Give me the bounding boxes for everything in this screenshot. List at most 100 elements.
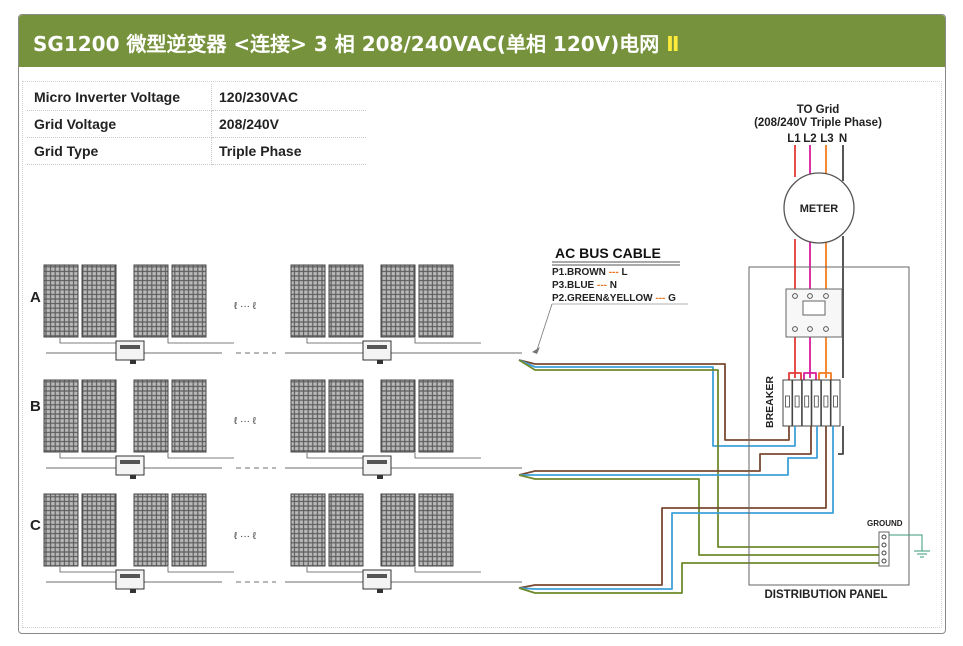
ac-bus-blue-wire: [519, 426, 818, 476]
solar-panel: [133, 493, 169, 567]
ac-bus-brown-wire: [518, 426, 827, 589]
breaker-bridge: [788, 372, 802, 380]
ground-terminal: [881, 534, 887, 540]
grid-subtitle: (208/240V Triple Phase): [754, 117, 882, 129]
switch-terminal: [823, 326, 829, 332]
breaker-label: BREAKER: [764, 376, 776, 428]
solar-panel: [43, 264, 79, 338]
diagram-frame: [22, 81, 942, 628]
dc-lead: [59, 567, 116, 573]
solar-panel: [171, 379, 207, 453]
legend-pointer: [536, 303, 553, 351]
switch-terminal: [807, 326, 813, 332]
ground-wire: [889, 534, 923, 551]
phase-label-n: N: [839, 133, 847, 145]
solar-panel: [81, 493, 117, 567]
ground-terminal: [881, 542, 887, 548]
micro-inverter-connector: [130, 360, 136, 364]
micro-inverter: [362, 569, 392, 590]
ac-bus-green-wire: [518, 562, 879, 594]
ac-bus-green-wire: [518, 474, 879, 556]
micro-inverter-label-plate: [367, 345, 387, 349]
dc-lead: [167, 453, 234, 459]
spec-row: Grid Voltage 208/240V: [27, 110, 366, 138]
breaker-toggle: [813, 395, 819, 408]
micro-inverter-connector: [377, 589, 383, 593]
spec-label: Grid Type: [27, 137, 212, 165]
solar-panel: [328, 264, 364, 338]
micro-inverter: [362, 340, 392, 361]
breaker-bridge: [803, 372, 817, 380]
legend-pointer-arrow: [532, 347, 540, 354]
micro-inverter-label-plate: [120, 574, 140, 578]
distribution-panel-label: DISTRIBUTION PANEL: [764, 589, 887, 601]
solar-panel: [81, 379, 117, 453]
spec-label: Micro Inverter Voltage: [27, 84, 212, 111]
switch-terminal: [807, 293, 813, 299]
spec-row: Grid Type Triple Phase: [27, 137, 366, 165]
dc-lead: [59, 338, 116, 344]
micro-inverter-connector: [130, 589, 136, 593]
dc-lead: [414, 453, 481, 459]
spec-table: Micro Inverter Voltage 120/230VAC Grid V…: [27, 84, 366, 165]
solar-panel: [133, 264, 169, 338]
breaker-toggle: [794, 395, 800, 408]
legend-item: P3.BLUE --- N: [552, 280, 617, 291]
spec-label: Grid Voltage: [27, 110, 212, 138]
breaker-toggle: [785, 395, 790, 408]
solar-panel: [290, 264, 326, 338]
micro-inverter: [115, 340, 145, 361]
solar-panel: [418, 379, 454, 453]
micro-inverter: [115, 455, 145, 476]
phase-label-l3: L3: [820, 133, 833, 145]
ac-bus-blue-wire: [518, 359, 796, 447]
micro-inverter-connector: [377, 360, 383, 364]
ground-terminal: [881, 558, 887, 564]
spec-value: Triple Phase: [211, 137, 366, 165]
continuation-ellipsis: ℓ ··· ℓ: [234, 416, 257, 427]
micro-inverter-label-plate: [120, 460, 140, 464]
legend-item: P1.BROWN --- L: [552, 267, 628, 278]
row-label-a: A: [30, 289, 41, 306]
ac-bus-cable-title: AC BUS CABLE: [555, 245, 661, 261]
solar-panel: [380, 379, 416, 453]
ground-label: GROUND: [867, 519, 903, 528]
spec-value: 120/230VAC: [211, 84, 366, 111]
micro-inverter-connector: [377, 475, 383, 479]
breaker-output-wire: [838, 426, 844, 455]
ground-terminal: [881, 550, 887, 556]
micro-inverter-label-plate: [367, 574, 387, 578]
ac-bus-brown-wire: [518, 359, 790, 441]
breaker-toggle: [833, 395, 838, 408]
ac-bus-brown-wire: [518, 426, 812, 476]
solar-panel: [328, 493, 364, 567]
grid-title: TO Grid: [797, 104, 840, 116]
solar-panel: [418, 493, 454, 567]
solar-panel: [81, 264, 117, 338]
solar-panel: [133, 379, 169, 453]
meter-label: METER: [800, 203, 839, 215]
solar-panel: [380, 264, 416, 338]
legend-item: P2.GREEN&YELLOW --- G: [552, 293, 676, 304]
continuation-ellipsis: ℓ ··· ℓ: [234, 531, 257, 542]
row-label-c: C: [30, 517, 41, 534]
dc-lead: [167, 338, 234, 344]
dc-lead: [306, 338, 363, 344]
solar-panel: [290, 379, 326, 453]
breaker-bridge: [818, 372, 832, 380]
dc-lead: [167, 567, 234, 573]
micro-inverter-connector: [130, 475, 136, 479]
row-label-b: B: [30, 398, 41, 415]
breaker-toggle: [823, 395, 829, 408]
title-text: SG1200 微型逆变器 <连接> 3 相 208/240VAC(单相 120V…: [33, 32, 660, 56]
dc-lead: [414, 567, 481, 573]
switch-terminal: [823, 293, 829, 299]
micro-inverter-label-plate: [367, 460, 387, 464]
spec-value: 208/240V: [211, 110, 366, 138]
continuation-ellipsis: ℓ ··· ℓ: [234, 301, 257, 312]
switch-terminal: [792, 326, 798, 332]
page-title: SG1200 微型逆变器 <连接> 3 相 208/240VAC(单相 120V…: [33, 28, 679, 57]
phase-label-l1: L1: [787, 133, 801, 145]
solar-panel: [43, 493, 79, 567]
